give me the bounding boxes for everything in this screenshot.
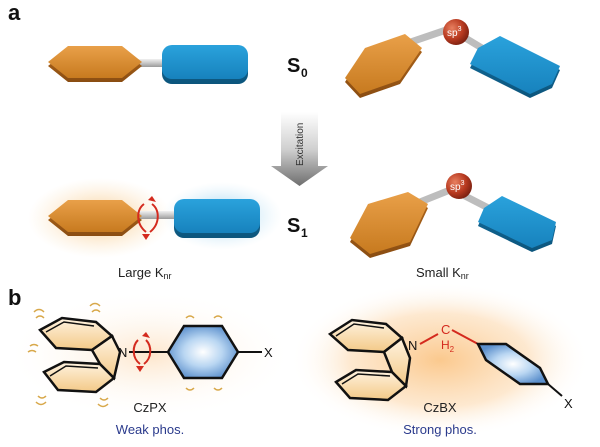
rotation-arrow-icon [137,196,159,240]
knr-label-large: Large Knr [118,265,172,281]
czpx-x-atom: X [264,345,273,360]
state-label-s0: S 0 [287,55,308,80]
czpx-molecule: N X [27,302,273,408]
czbx-phosphorescence: Strong phos. [403,422,477,437]
s0-twisted-hexagon [345,34,422,98]
czpx-phosphorescence: Weak phos. [116,422,184,437]
s0-planar-hexagon [48,46,142,82]
czbx-n-c-bond [419,333,439,345]
czbx-h2-group: H2 [441,338,455,354]
s0-planar-block [162,45,248,84]
s1-twisted-model: sp3 [350,173,556,258]
s0-twisted-block [470,36,560,98]
czbx-n-atom: N [408,338,417,353]
svg-text:S: S [287,215,300,237]
czbx-carbazole [327,318,412,402]
s1-twisted-hexagon [350,192,428,258]
state-label-s1: S 1 [287,215,308,240]
czpx-n-atom: N [118,345,127,360]
panel-label-a: a [8,0,21,25]
svg-text:S: S [287,55,300,77]
czbx-c-x-bond [547,383,563,397]
s0-sp3-sphere [443,19,469,45]
s1-sp3-sphere [446,173,472,199]
s1-planar-model [28,178,282,258]
s1-planar-rod [125,211,180,219]
panel-label-b: b [8,285,21,310]
svg-text:0: 0 [301,66,308,80]
s0-twisted-model: sp3 [345,19,560,98]
s1-planar-block [174,199,260,238]
s0-sp3-label: sp3 [447,26,462,39]
czpx-vibration-marks [27,302,109,408]
czpx-rotation-arrow-icon [132,332,152,372]
czbx-x-atom: X [564,396,573,411]
czpx-carbazole [27,302,122,408]
excitation-arrow: Excitation [271,112,328,186]
s0-planar-model [48,45,248,84]
knr-label-small: Small Knr [416,265,469,281]
s1-twisted-block [478,196,556,252]
czbx-c-aryl-bond [451,329,479,345]
svg-text:1: 1 [301,226,308,240]
s1-planar-hexagon [48,200,142,236]
czbx-molecule: N C H2 X [327,318,573,411]
s1-sp3-label: sp3 [450,180,465,193]
czpx-name: CzPX [133,400,167,415]
excitation-label: Excitation [295,123,306,166]
s0-planar-rod [125,59,175,67]
czbx-name: CzBX [423,400,457,415]
czbx-c-atom: C [441,322,450,337]
